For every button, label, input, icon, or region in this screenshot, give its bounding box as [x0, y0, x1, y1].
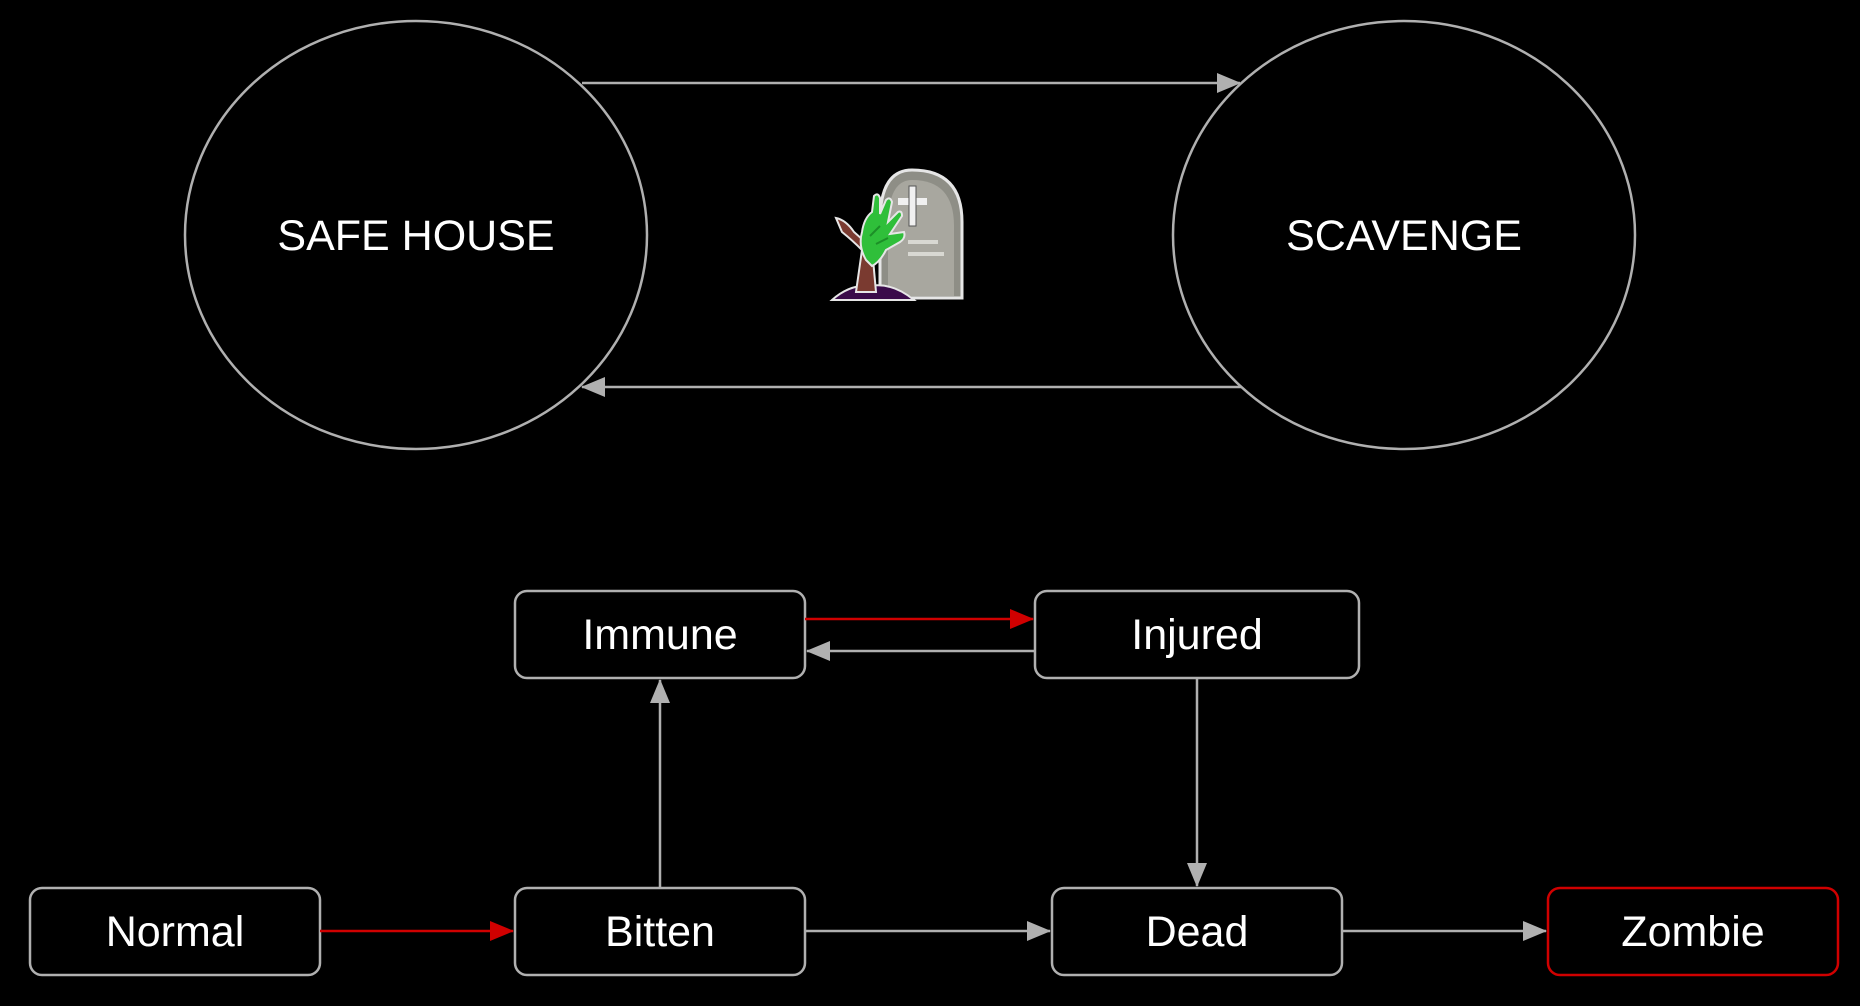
scavenge-node: SCAVENGE	[1171, 19, 1637, 451]
immune-label: Immune	[582, 611, 737, 659]
bitten-label: Bitten	[605, 908, 715, 956]
scavenge-label: SCAVENGE	[1286, 212, 1522, 260]
safe-house-label: SAFE HOUSE	[277, 212, 554, 260]
bitten-node: Bitten	[513, 886, 807, 977]
dead-node: Dead	[1050, 886, 1344, 977]
dead-label: Dead	[1146, 908, 1249, 956]
injured-label: Injured	[1131, 611, 1262, 659]
normal-label: Normal	[106, 908, 245, 956]
zombie-node: Zombie	[1546, 886, 1840, 977]
immune-node: Immune	[513, 589, 807, 680]
zombie-grave-icon	[829, 168, 964, 301]
normal-node: Normal	[28, 886, 322, 977]
safe-house-node: SAFE HOUSE	[183, 19, 649, 451]
injured-node: Injured	[1033, 589, 1361, 680]
zombie-label: Zombie	[1621, 908, 1764, 956]
